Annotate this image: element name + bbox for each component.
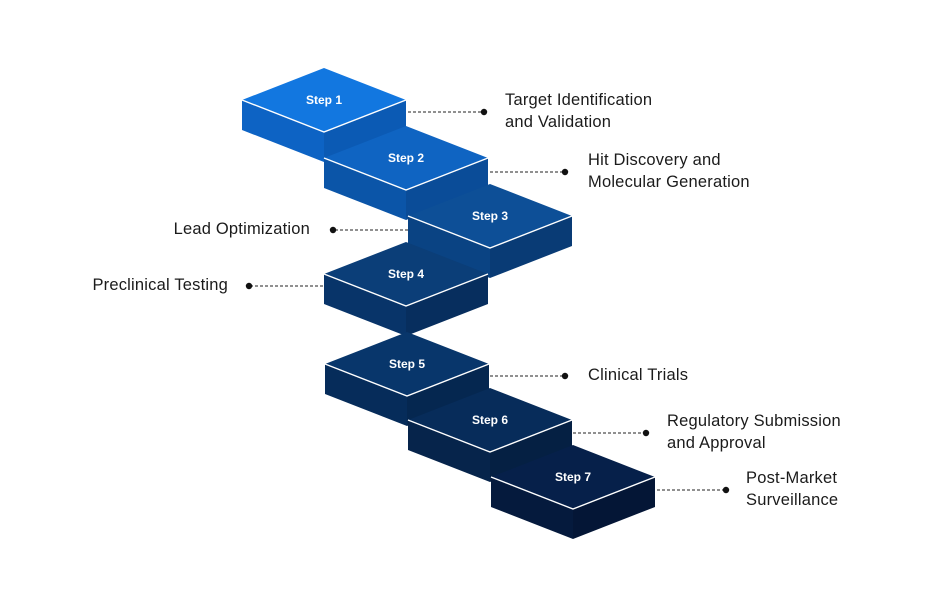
step-1-description-line-1: Target Identification <box>505 91 652 109</box>
step-4-right-face <box>406 274 488 336</box>
step-2-left-face <box>324 158 406 220</box>
step-1-callout: Target Identification and Validation <box>408 91 652 131</box>
step-4-label: Step 4 <box>388 267 424 281</box>
step-4-block: Step 4 <box>323 242 489 336</box>
step-1-leader-dot <box>480 108 488 116</box>
step-7-description-line-2: Surveillance <box>746 491 838 509</box>
step-3-front-edge <box>407 215 573 249</box>
step-6-right-face <box>490 420 572 482</box>
step-3-leader-dot <box>329 226 337 234</box>
step-blocks: Step 1 Step 2 Step 3 Step 4 Step 5 Step 6 Step… <box>241 68 656 539</box>
step-7-leader-dot <box>722 486 730 494</box>
step-2-front-edge <box>323 157 489 191</box>
step-4-description-line-1: Preclinical Testing <box>92 276 228 294</box>
step-3-description-line-1: Lead Optimization <box>174 220 310 238</box>
step-7-left-face <box>491 477 573 539</box>
step-6-front-edge <box>407 419 573 453</box>
step-2-block: Step 2 <box>323 126 489 220</box>
step-2-description-line-2: Molecular Generation <box>588 173 750 191</box>
step-6-leader-dot <box>642 429 650 437</box>
step-7-block: Step 7 <box>490 445 656 539</box>
step-4-left-face <box>324 274 406 336</box>
step-2-leader-dot <box>561 168 569 176</box>
step-2-right-face <box>406 158 488 220</box>
step-6-callout: Regulatory Submission and Approval <box>573 412 841 452</box>
step-2-description-line-1: Hit Discovery and <box>588 151 721 169</box>
step-4-front-edge <box>323 273 489 307</box>
step-1-label: Step 1 <box>306 93 342 107</box>
step-3-label: Step 3 <box>472 209 508 223</box>
step-5-block: Step 5 <box>324 332 490 426</box>
step-1-left-face <box>242 100 324 162</box>
step-5-right-face <box>407 364 489 426</box>
step-6-label: Step 6 <box>472 413 508 427</box>
step-5-front-edge <box>324 363 490 397</box>
step-1-description-line-2: and Validation <box>505 113 611 131</box>
step-7-front-edge <box>490 476 656 510</box>
step-7-right-face <box>573 477 655 539</box>
step-2-label: Step 2 <box>388 151 424 165</box>
step-4-callout: Preclinical Testing <box>92 276 323 294</box>
step-5-description-line-1: Clinical Trials <box>588 366 688 384</box>
step-5-leader-dot <box>561 372 569 380</box>
step-3-block: Step 3 <box>407 184 573 278</box>
step-1-front-edge <box>241 99 407 133</box>
step-3-callout: Lead Optimization <box>174 220 408 238</box>
step-5-left-face <box>325 364 407 426</box>
step-5-label: Step 5 <box>389 357 425 371</box>
step-7-label: Step 7 <box>555 470 591 484</box>
step-4-leader-dot <box>245 282 253 290</box>
step-1-block: Step 1 <box>241 68 407 162</box>
step-6-left-face <box>408 420 490 482</box>
step-5-callout: Clinical Trials <box>490 366 688 384</box>
step-3-left-face <box>408 216 490 278</box>
step-6-description-line-1: Regulatory Submission <box>667 412 841 430</box>
step-3-right-face <box>490 216 572 278</box>
step-6-block: Step 6 <box>407 388 573 482</box>
step-7-description-line-1: Post-Market <box>746 469 837 487</box>
step-6-description-line-2: and Approval <box>667 434 766 452</box>
step-1-right-face <box>324 100 406 162</box>
